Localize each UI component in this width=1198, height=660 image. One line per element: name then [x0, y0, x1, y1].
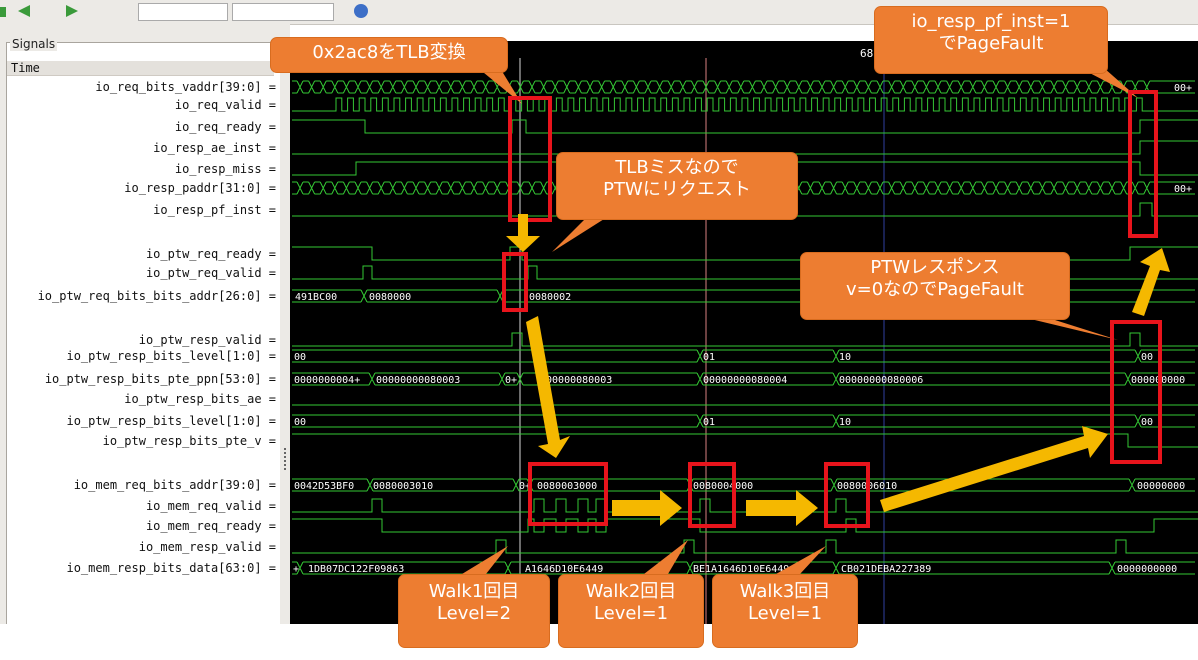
callout-walk3: Walk3回目 Level=1	[712, 574, 858, 648]
callout-walk2: Walk2回目 Level=1	[558, 574, 704, 648]
callout-ptw-resp-line-1: PTWレスポンス	[870, 257, 1000, 278]
signal-name-row[interactable]: io_req_ready =	[174, 120, 276, 134]
callout-tlb-translate: 0x2ac8をTLB変換	[270, 37, 508, 73]
signal-name-row[interactable]: io_ptw_resp_bits_level[1:0] =	[66, 349, 276, 363]
wave-mem-req-ready	[292, 518, 1198, 533]
wave-label-ppn-4: 00000000080004	[703, 375, 787, 386]
wave-label-mem-addr-3: 0080003000	[537, 481, 597, 492]
wave-label-level2-2: 10	[839, 417, 851, 428]
signal-name-row[interactable]: io_mem_req_ready =	[145, 519, 276, 533]
time-column-header: Time	[7, 61, 274, 76]
wave-vaddr	[292, 80, 1195, 94]
signal-name-row[interactable]: io_ptw_resp_valid =	[138, 333, 276, 347]
toolbar-field-2[interactable]	[232, 3, 334, 21]
wave-label-mem-addr-6: 00000000	[1137, 481, 1185, 492]
wave-label-level2-3: 00	[1141, 417, 1153, 428]
signal-name-row[interactable]: io_ptw_req_valid =	[145, 266, 276, 280]
wave-label-ppn-3: 000000080003	[540, 375, 612, 386]
wave-req-ready	[292, 119, 1198, 134]
wave-label-ppn-5: 00000000080006	[839, 375, 923, 386]
callout-walk1-line-2: Level=2	[436, 603, 512, 624]
callout-walk1: Walk1回目 Level=2	[398, 574, 550, 648]
toolbar-back-icon[interactable]	[0, 3, 40, 19]
wave-label-mem-addr-2: 0+	[519, 481, 531, 492]
wave-label-ppn-6: 000000000	[1131, 375, 1185, 386]
callout-walk1-line-1: Walk1回目	[428, 581, 520, 602]
wave-label-mem-data-5: 0000000000	[1117, 564, 1177, 575]
wave-label-ppn-2: 0+	[505, 375, 517, 386]
signals-panel-title: Signals	[10, 37, 58, 51]
signal-name-row[interactable]: io_mem_req_bits_addr[39:0] =	[73, 478, 276, 492]
signal-name-row[interactable]: io_ptw_resp_bits_pte_ppn[53:0] =	[44, 372, 276, 386]
wave-mem-resp-valid	[292, 539, 1198, 554]
wave-ptw-resp-level	[292, 349, 1195, 363]
wave-req-valid	[292, 97, 1198, 112]
callout-tlb-line-1: 0x2ac8をTLB変換	[312, 42, 466, 63]
signal-name-row[interactable]: io_ptw_resp_bits_ae =	[124, 392, 276, 406]
callout-ptw-resp-line-2: v=0なのでPageFault	[846, 279, 1024, 300]
wave-label-mem-data-4: CB021DEBA227389	[841, 564, 931, 575]
wave-label-level-3: 00	[1141, 352, 1153, 363]
wave-ptw-resp-pte-v	[292, 433, 1198, 448]
signal-name-row[interactable]: io_req_valid =	[174, 98, 276, 112]
signal-name-row[interactable]: io_resp_ae_inst =	[153, 141, 276, 155]
callout-pf-line-2: でPageFault	[938, 33, 1044, 54]
signals-frame	[6, 42, 286, 626]
callout-tlb-miss: TLBミスなので PTWにリクエスト	[556, 152, 798, 220]
wave-ptw-req-valid	[292, 265, 1198, 280]
pane-splitter[interactable]	[280, 24, 290, 624]
wave-label-level2-0: 00	[294, 417, 306, 428]
time-ruler-label: 68	[860, 47, 874, 60]
callout-pagefault: io_resp_pf_inst=1 でPageFault	[874, 6, 1108, 74]
wave-label-mem-addr-5: 0080006010	[837, 481, 897, 492]
wave-label-ptw-addr-2: 0080002	[529, 292, 571, 303]
wave-label-mem-addr-1: 0080003010	[373, 481, 433, 492]
wave-label-level-0: 00	[294, 352, 306, 363]
wave-label-ppn-0: 0000000004+	[294, 375, 360, 386]
callout-walk3-line-2: Level=1	[747, 603, 823, 624]
wave-label-mem-addr-0: 0042D53BF0	[294, 481, 354, 492]
signal-name-row[interactable]: io_mem_resp_valid =	[138, 540, 276, 554]
signal-name-row[interactable]: io_resp_miss =	[174, 162, 276, 176]
wave-label-mem-addr-4: 0080004000	[693, 481, 753, 492]
wave-label-paddr: 00+	[1174, 184, 1192, 195]
wave-label-mem-data-2: A1646D10E6449	[525, 564, 603, 575]
wave-label-ptw-addr-1: 0080000	[369, 292, 411, 303]
signal-name-row[interactable]: io_resp_pf_inst =	[153, 203, 276, 217]
signal-name-row[interactable]: io_mem_resp_bits_data[63:0] =	[66, 561, 276, 575]
signal-name-row[interactable]: io_resp_paddr[31:0] =	[124, 181, 276, 195]
callout-miss-line-1: TLBミスなので	[615, 157, 739, 178]
toolbar-forward-icon[interactable]	[62, 3, 82, 19]
callout-ptw-response: PTWレスポンス v=0なのでPageFault	[800, 252, 1070, 320]
signal-name-row[interactable]: io_ptw_req_ready =	[145, 247, 276, 261]
signal-name-row[interactable]: io_ptw_resp_bits_level[1:0] =	[66, 414, 276, 428]
wave-label-vaddr: 00+	[1174, 83, 1192, 94]
wave-label-level2-1: 01	[703, 417, 715, 428]
toolbar-field[interactable]	[138, 3, 228, 21]
callout-miss-line-2: PTWにリクエスト	[603, 179, 751, 200]
signal-name-row[interactable]: io_mem_req_valid =	[145, 499, 276, 513]
callout-walk2-line-1: Walk2回目	[585, 581, 677, 602]
signals-panel: Signals Time io_req_bits_vaddr[39:0] = io…	[0, 24, 288, 626]
callout-walk2-line-2: Level=1	[593, 603, 669, 624]
callout-walk3-line-1: Walk3回目	[739, 581, 831, 602]
callout-pf-line-1: io_resp_pf_inst=1	[911, 11, 1071, 32]
wave-label-level-2: 10	[839, 352, 851, 363]
wave-label-mem-data-1: 1DB07DC122F09863	[308, 564, 404, 575]
signal-name-row[interactable]: io_ptw_resp_bits_pte_v =	[102, 434, 276, 448]
splitter-grip-icon[interactable]	[284, 448, 286, 472]
wave-ptw-resp-level2	[292, 414, 1195, 428]
signal-name-row[interactable]: io_ptw_req_bits_bits_addr[26:0] =	[37, 289, 276, 303]
wave-mem-req-valid	[292, 498, 1198, 513]
signal-name-row[interactable]: io_req_bits_vaddr[39:0] =	[95, 80, 276, 94]
wave-ptw-resp-valid	[292, 332, 1198, 347]
wave-label-ppn-1: 00000000080003	[376, 375, 460, 386]
wave-label-ptw-addr-0: 491BC00	[295, 292, 337, 303]
wave-label-mem-data-0: +	[293, 564, 299, 575]
toolbar-globe-icon[interactable]	[352, 3, 370, 19]
wave-label-level-1: 01	[703, 352, 715, 363]
wave-label-mem-data-3: BE1A1646D10E6449	[693, 564, 789, 575]
